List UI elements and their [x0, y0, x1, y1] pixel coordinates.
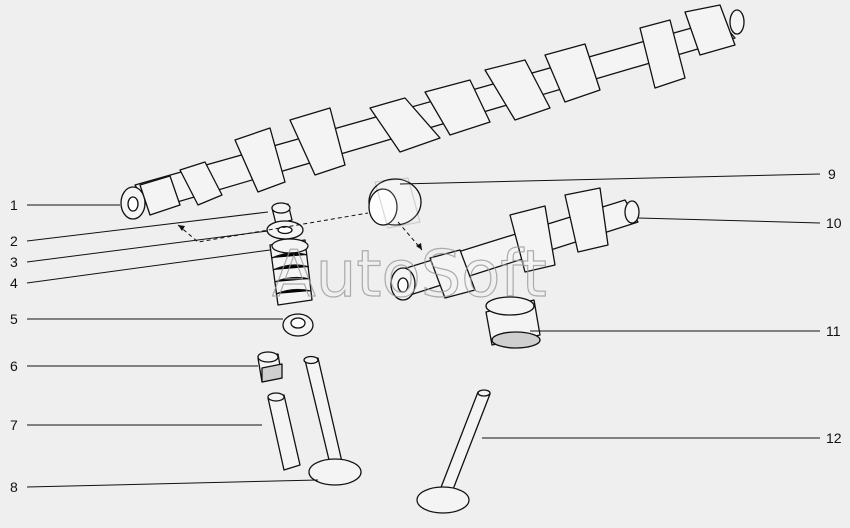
callout-9: 9	[828, 166, 836, 182]
hydraulic-tappet	[485, 296, 541, 349]
callout-3: 3	[10, 254, 18, 270]
callout-10: 10	[826, 215, 842, 231]
spring-retainer	[266, 220, 304, 240]
watermark-text: AutoSoft	[272, 238, 547, 312]
valve-collet	[271, 202, 293, 225]
valve-stem-seal	[257, 351, 283, 383]
callout-12: 12	[826, 430, 842, 446]
valve-guide	[267, 392, 301, 471]
leader-lines	[26, 173, 821, 488]
callout-8: 8	[10, 479, 18, 495]
spring-seat	[282, 313, 314, 337]
callout-5: 5	[10, 311, 18, 327]
callout-2: 2	[10, 233, 18, 249]
callout-6: 6	[10, 358, 18, 374]
long-camshaft	[120, 4, 745, 220]
valve-left	[303, 355, 362, 486]
camshaft-oil-seal	[368, 177, 422, 229]
valve-spring	[269, 238, 313, 306]
short-camshaft	[390, 187, 640, 301]
callout-numbers: 1 2 3 4 5 6 7 8 9 10 11 12	[10, 166, 842, 495]
assembly-dashed-lines	[177, 212, 423, 251]
callout-4: 4	[10, 275, 18, 291]
callout-7: 7	[10, 417, 18, 433]
callout-1: 1	[10, 197, 18, 213]
callout-11: 11	[826, 323, 841, 339]
valve-right	[416, 389, 491, 514]
